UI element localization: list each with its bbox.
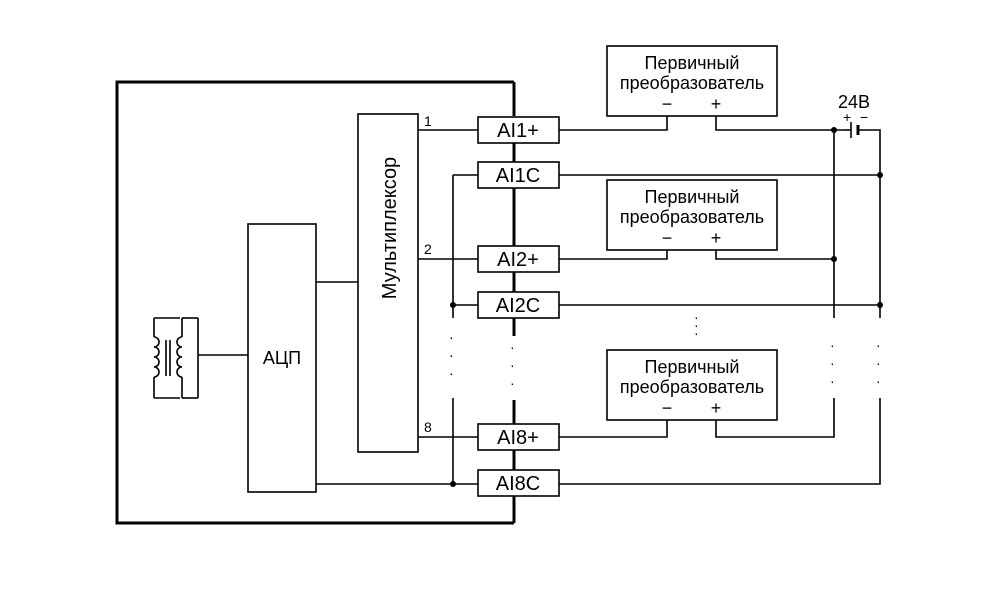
- svg-text:Первичный: Первичный: [645, 53, 740, 73]
- svg-text:·: ·: [510, 375, 515, 391]
- supply-voltage-label: 24В: [838, 92, 870, 112]
- power-supply: · · · + − 24В · · ·: [830, 92, 883, 389]
- battery-minus-label: −: [860, 109, 868, 125]
- svg-text:·: ·: [830, 337, 835, 353]
- svg-text:·: ·: [510, 339, 515, 355]
- svg-text:AI8C: AI8C: [496, 473, 540, 495]
- svg-text:преобразователь: преобразователь: [620, 377, 764, 397]
- channel-2-label: 2: [424, 241, 432, 257]
- svg-text:·: ·: [694, 325, 699, 341]
- svg-text:·: ·: [876, 355, 881, 371]
- svg-text:AI2+: AI2+: [497, 249, 539, 271]
- common-bus: · · ·: [449, 174, 478, 487]
- svg-text:·: ·: [694, 309, 699, 325]
- channel-8-label: 8: [424, 419, 432, 435]
- terminal-ai8-common: AI8C: [477, 469, 560, 497]
- svg-text:AI8+: AI8+: [497, 427, 539, 449]
- terminal-ai2-plus: AI2+: [477, 245, 560, 273]
- svg-text:+: +: [711, 94, 722, 114]
- svg-text:·: ·: [830, 373, 835, 389]
- svg-text:·: ·: [449, 365, 454, 381]
- channel-wires: 1 2 8: [418, 113, 478, 438]
- terminal-ai1-plus: AI1+: [477, 116, 560, 144]
- svg-text:преобразователь: преобразователь: [620, 207, 764, 227]
- svg-text:Первичный: Первичный: [645, 357, 740, 377]
- channel-1-label: 1: [424, 113, 432, 129]
- svg-text:·: ·: [876, 337, 881, 353]
- svg-text:·: ·: [449, 347, 454, 363]
- device-enclosure: [115, 80, 514, 525]
- sensor-wiring: [559, 116, 881, 485]
- svg-text:Первичный: Первичный: [645, 187, 740, 207]
- svg-text:AI2C: AI2C: [496, 295, 540, 317]
- terminal-ai8-plus: AI8+: [477, 423, 560, 451]
- svg-text:+: +: [711, 398, 722, 418]
- sensor-8: Первичный преобразователь − +: [606, 349, 778, 421]
- multiplexer-block: Мультиплексор: [357, 113, 419, 453]
- svg-text:·: ·: [510, 357, 515, 373]
- terminal-ai2-common: AI2C: [477, 291, 560, 319]
- svg-text:преобразователь: преобразователь: [620, 73, 764, 93]
- svg-text:+: +: [711, 228, 722, 248]
- mux-label: Мультиплексор: [379, 157, 401, 299]
- adc-block: АЦП: [247, 223, 317, 493]
- svg-text:−: −: [662, 398, 673, 418]
- sensor-2: Первичный преобразователь − +: [606, 179, 778, 251]
- svg-text:·: ·: [830, 355, 835, 371]
- svg-text:·: ·: [876, 373, 881, 389]
- battery-plus-label: +: [843, 109, 851, 125]
- enclosure-right-edge: · · ·: [510, 82, 516, 523]
- adc-label: АЦП: [263, 348, 301, 368]
- svg-text:·: ·: [449, 329, 454, 345]
- terminal-ai1-common: AI1C: [477, 161, 560, 189]
- sensor-1: Первичный преобразователь − +: [606, 45, 778, 117]
- isolation-transformer-icon: [153, 317, 248, 399]
- svg-text:−: −: [662, 228, 673, 248]
- svg-text:−: −: [662, 94, 673, 114]
- sensor-ellipsis: · · ·: [694, 309, 699, 341]
- svg-text:AI1+: AI1+: [497, 120, 539, 142]
- svg-text:·: ·: [694, 317, 699, 333]
- svg-text:AI1C: AI1C: [496, 165, 540, 187]
